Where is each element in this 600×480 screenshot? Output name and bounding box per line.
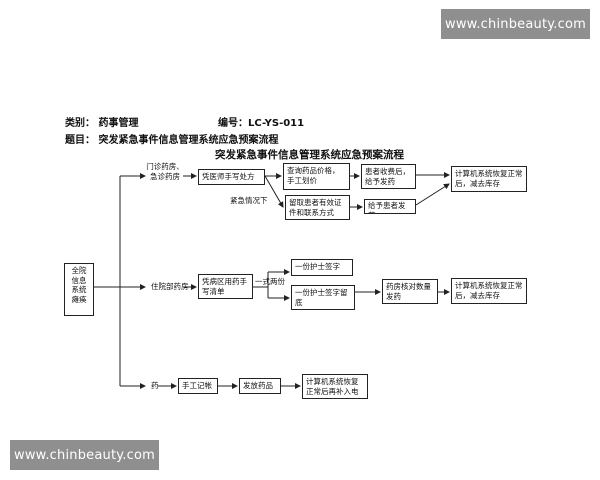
op-step2-box: 查询药品价格，手工划价 — [283, 163, 350, 190]
op-step2b-box: 留取患者有效证件和联系方式 — [285, 195, 350, 220]
arrow-op-step3b-to-final — [415, 183, 450, 206]
category-line: 类别： 药事管理 — [65, 118, 139, 129]
op-final-box: 计算机系统恢复正常后，减去库存 — [451, 166, 527, 192]
ip-step3-box: 药房核对数量发药 — [382, 279, 438, 304]
ip-final-box: 计算机系统恢复正常后，减去库存 — [451, 278, 527, 304]
op-step3-box: 患者收费后，给予发药 — [361, 164, 416, 189]
drug-final-box: 计算机系统恢复正常后再补入电 — [302, 374, 368, 399]
watermark-bottom: www.chinbeauty.com — [10, 440, 159, 470]
diagram-title: 突发紧急事件信息管理系统应急预案流程 — [215, 149, 404, 161]
branch-label-drugs: 药 — [151, 381, 159, 390]
op-step3b-box: 给予患者发药 — [364, 199, 416, 214]
arrow-op-step1-to-emergency — [264, 175, 284, 208]
code-line: 编号：LC-YS-011 — [218, 118, 305, 129]
emergency-label: 紧急情况下 — [230, 196, 268, 205]
ip-step1-box: 凭病区用药手写清单 — [198, 274, 253, 299]
ip-copy1-box: 一份护士签字 — [291, 259, 353, 276]
subject-line: 题目： 突发紧急事件信息管理系统应急预案流程 — [65, 135, 279, 146]
watermark-top: www.chinbeauty.com — [441, 9, 590, 39]
branch-label-inpatient: 住院部药房 — [151, 282, 189, 291]
drug-step1-box: 手工记帐 — [178, 378, 218, 394]
copies-label: 一式两份 — [255, 277, 285, 286]
root-box-system-down: 全院信息系统瘫痪 — [64, 263, 94, 316]
drug-step2-box: 发放药品 — [239, 378, 281, 394]
branch-label-outpatient: 门诊药房、急诊药房 — [146, 162, 184, 181]
op-step1-box: 凭医师手写处方 — [198, 169, 265, 185]
ip-copy2-box: 一份护士签字留底 — [291, 285, 355, 310]
